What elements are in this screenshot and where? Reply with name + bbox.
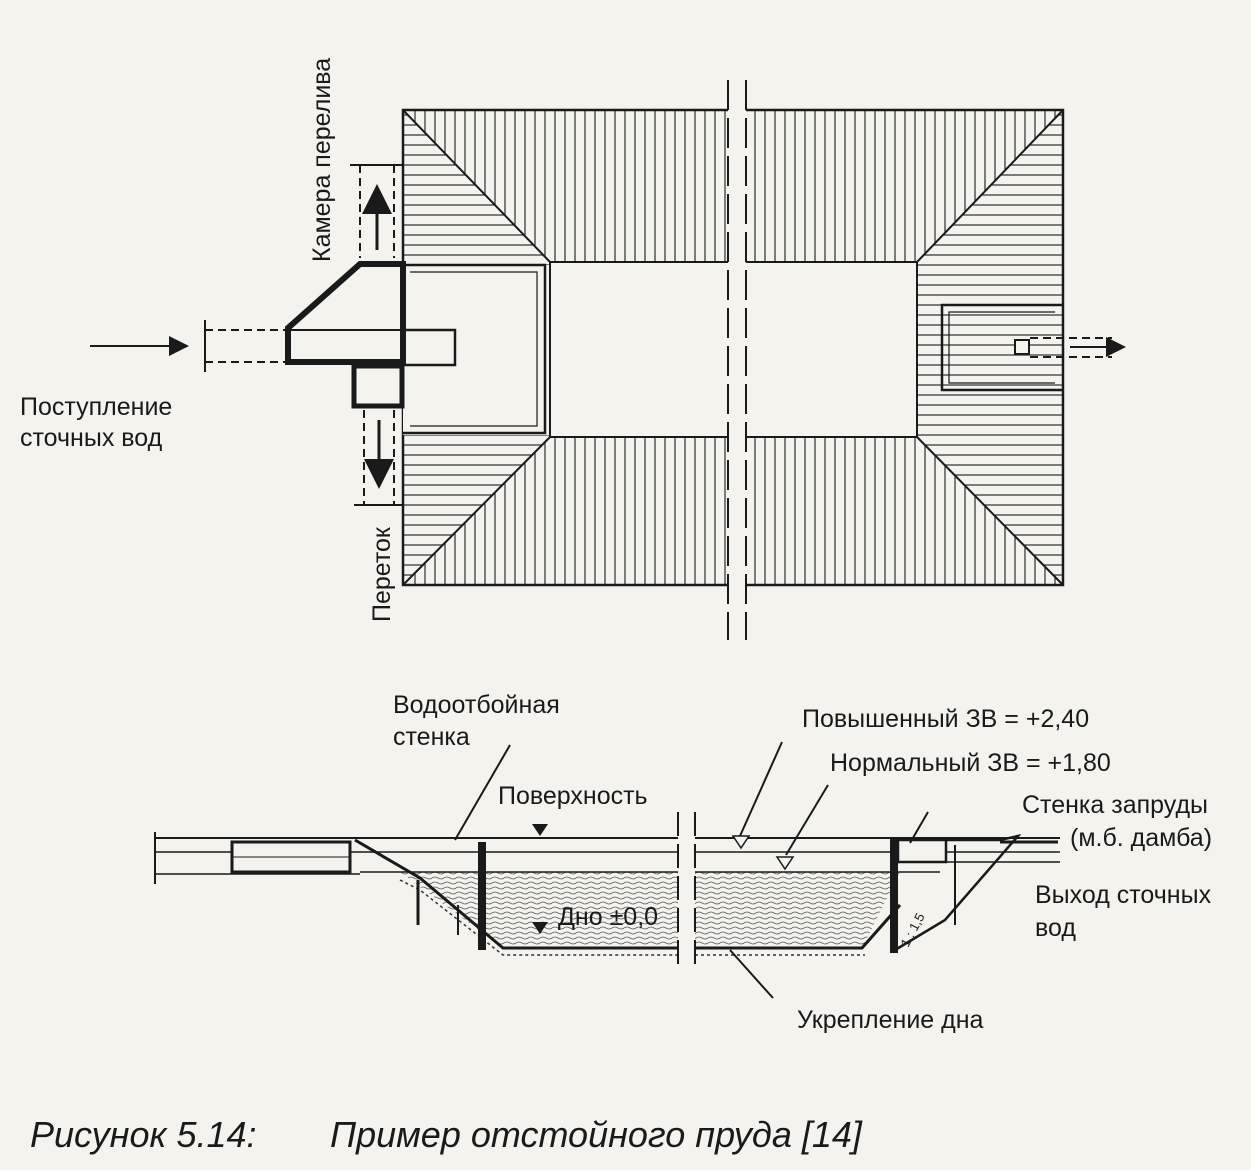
plan-view: Поступление сточных вод Камера перелива … xyxy=(20,58,1126,640)
overflow-chamber-label: Камера перелива xyxy=(308,58,336,262)
outflow-label-2: вод xyxy=(1035,914,1076,942)
dam-wall xyxy=(890,838,898,953)
wave-wall-label: Водоотбойная xyxy=(393,691,560,719)
raised-level-label: Повышенный ЗВ = +2,40 xyxy=(802,705,1089,733)
normal-level-label: Нормальный ЗВ = +1,80 xyxy=(830,749,1111,777)
outflow-label: Выход сточных xyxy=(1035,881,1212,909)
raised-level-marker xyxy=(731,835,751,850)
dam-wall-label: Стенка запруды xyxy=(1022,791,1208,819)
overflow-chamber xyxy=(285,261,406,365)
overflow-box xyxy=(351,363,405,409)
inflow-label: Поступление xyxy=(20,393,172,421)
inflow-label-2: сточных вод xyxy=(20,424,163,452)
wave-wall-label-2: стенка xyxy=(393,723,470,751)
surface-label: Поверхность xyxy=(498,782,648,810)
caption-title: Пример отстойного пруда [14] xyxy=(330,1114,863,1155)
water-body xyxy=(400,872,678,948)
section-view: Водоотбойная стенка Поверхность Повышенн… xyxy=(154,691,1212,1034)
figure-caption: Рисунок 5.14: Пример отстойного пруда [1… xyxy=(30,1114,863,1155)
wave-wall xyxy=(478,842,486,950)
bottom-marker xyxy=(532,922,548,934)
normal-level-marker xyxy=(775,856,795,871)
overflow-label: Переток xyxy=(368,526,396,622)
surface-marker xyxy=(532,824,548,836)
bottom-label: Дно ±0,0 xyxy=(558,903,658,931)
caption-number: Рисунок 5.14: xyxy=(30,1114,257,1155)
bottom-reinforcement-label: Укрепление дна xyxy=(797,1006,984,1034)
slope-right xyxy=(917,110,1063,585)
slope-label: 1 : 1,5 xyxy=(897,910,927,949)
dam-wall-label-2: (м.б. дамба) xyxy=(1070,824,1212,852)
